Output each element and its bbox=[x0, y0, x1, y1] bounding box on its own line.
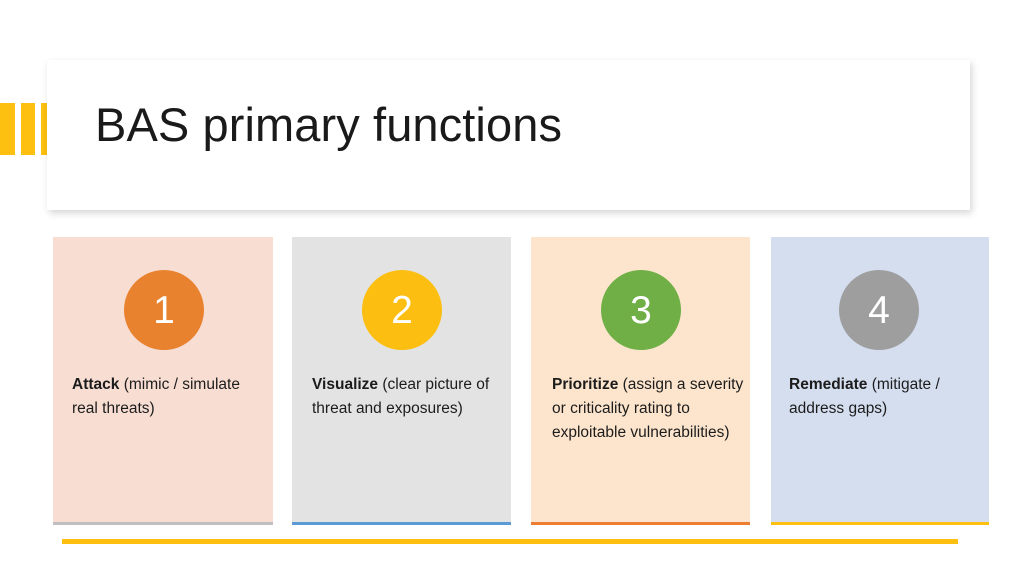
card-number-badge-2: 2 bbox=[362, 270, 442, 350]
card-number-badge-4: 4 bbox=[839, 270, 919, 350]
title-card bbox=[47, 60, 970, 210]
card-underline-4 bbox=[771, 522, 989, 525]
card-visualize[interactable]: 2 Visualize (clear picture of threat and… bbox=[292, 237, 511, 525]
card-heading-3: Prioritize bbox=[552, 376, 619, 393]
card-underline-1 bbox=[53, 522, 273, 525]
card-attack[interactable]: 1 Attack (mimic / simulate real threats) bbox=[53, 237, 273, 525]
card-detail-4: (mitigate / address gaps) bbox=[789, 376, 940, 417]
bottom-accent-rule bbox=[62, 539, 958, 544]
card-text-1: Attack (mimic / simulate real threats) bbox=[72, 373, 252, 421]
card-underline-2 bbox=[292, 522, 511, 525]
card-underline-3 bbox=[531, 522, 750, 525]
card-heading-1: Attack bbox=[72, 376, 120, 393]
card-number-4: 4 bbox=[868, 288, 890, 332]
accent-bar-1 bbox=[0, 103, 15, 155]
card-text-4: Remediate (mitigate / address gaps) bbox=[789, 373, 985, 421]
card-text-2: Visualize (clear picture of threat and e… bbox=[312, 373, 502, 421]
page-title: BAS primary functions bbox=[95, 98, 563, 151]
card-number-badge-3: 3 bbox=[601, 270, 681, 350]
accent-bar-2 bbox=[20, 103, 36, 155]
card-number-badge-1: 1 bbox=[124, 270, 204, 350]
card-number-1: 1 bbox=[153, 288, 175, 332]
card-remediate[interactable]: 4 Remediate (mitigate / address gaps) bbox=[771, 237, 989, 525]
card-detail-2: (clear picture of threat and exposures) bbox=[312, 376, 490, 417]
cards-row: 1 Attack (mimic / simulate real threats)… bbox=[0, 237, 1024, 529]
card-detail-1: (mimic / simulate real threats) bbox=[72, 376, 240, 417]
card-heading-4: Remediate bbox=[789, 376, 868, 393]
card-number-3: 3 bbox=[630, 288, 652, 332]
card-prioritize[interactable]: 3 Prioritize (assign a severity or criti… bbox=[531, 237, 750, 525]
card-detail-3: (assign a severity or criticality rating… bbox=[552, 376, 744, 441]
card-text-3: Prioritize (assign a severity or critica… bbox=[552, 373, 744, 445]
card-heading-2: Visualize bbox=[312, 376, 379, 393]
card-number-2: 2 bbox=[391, 288, 413, 332]
